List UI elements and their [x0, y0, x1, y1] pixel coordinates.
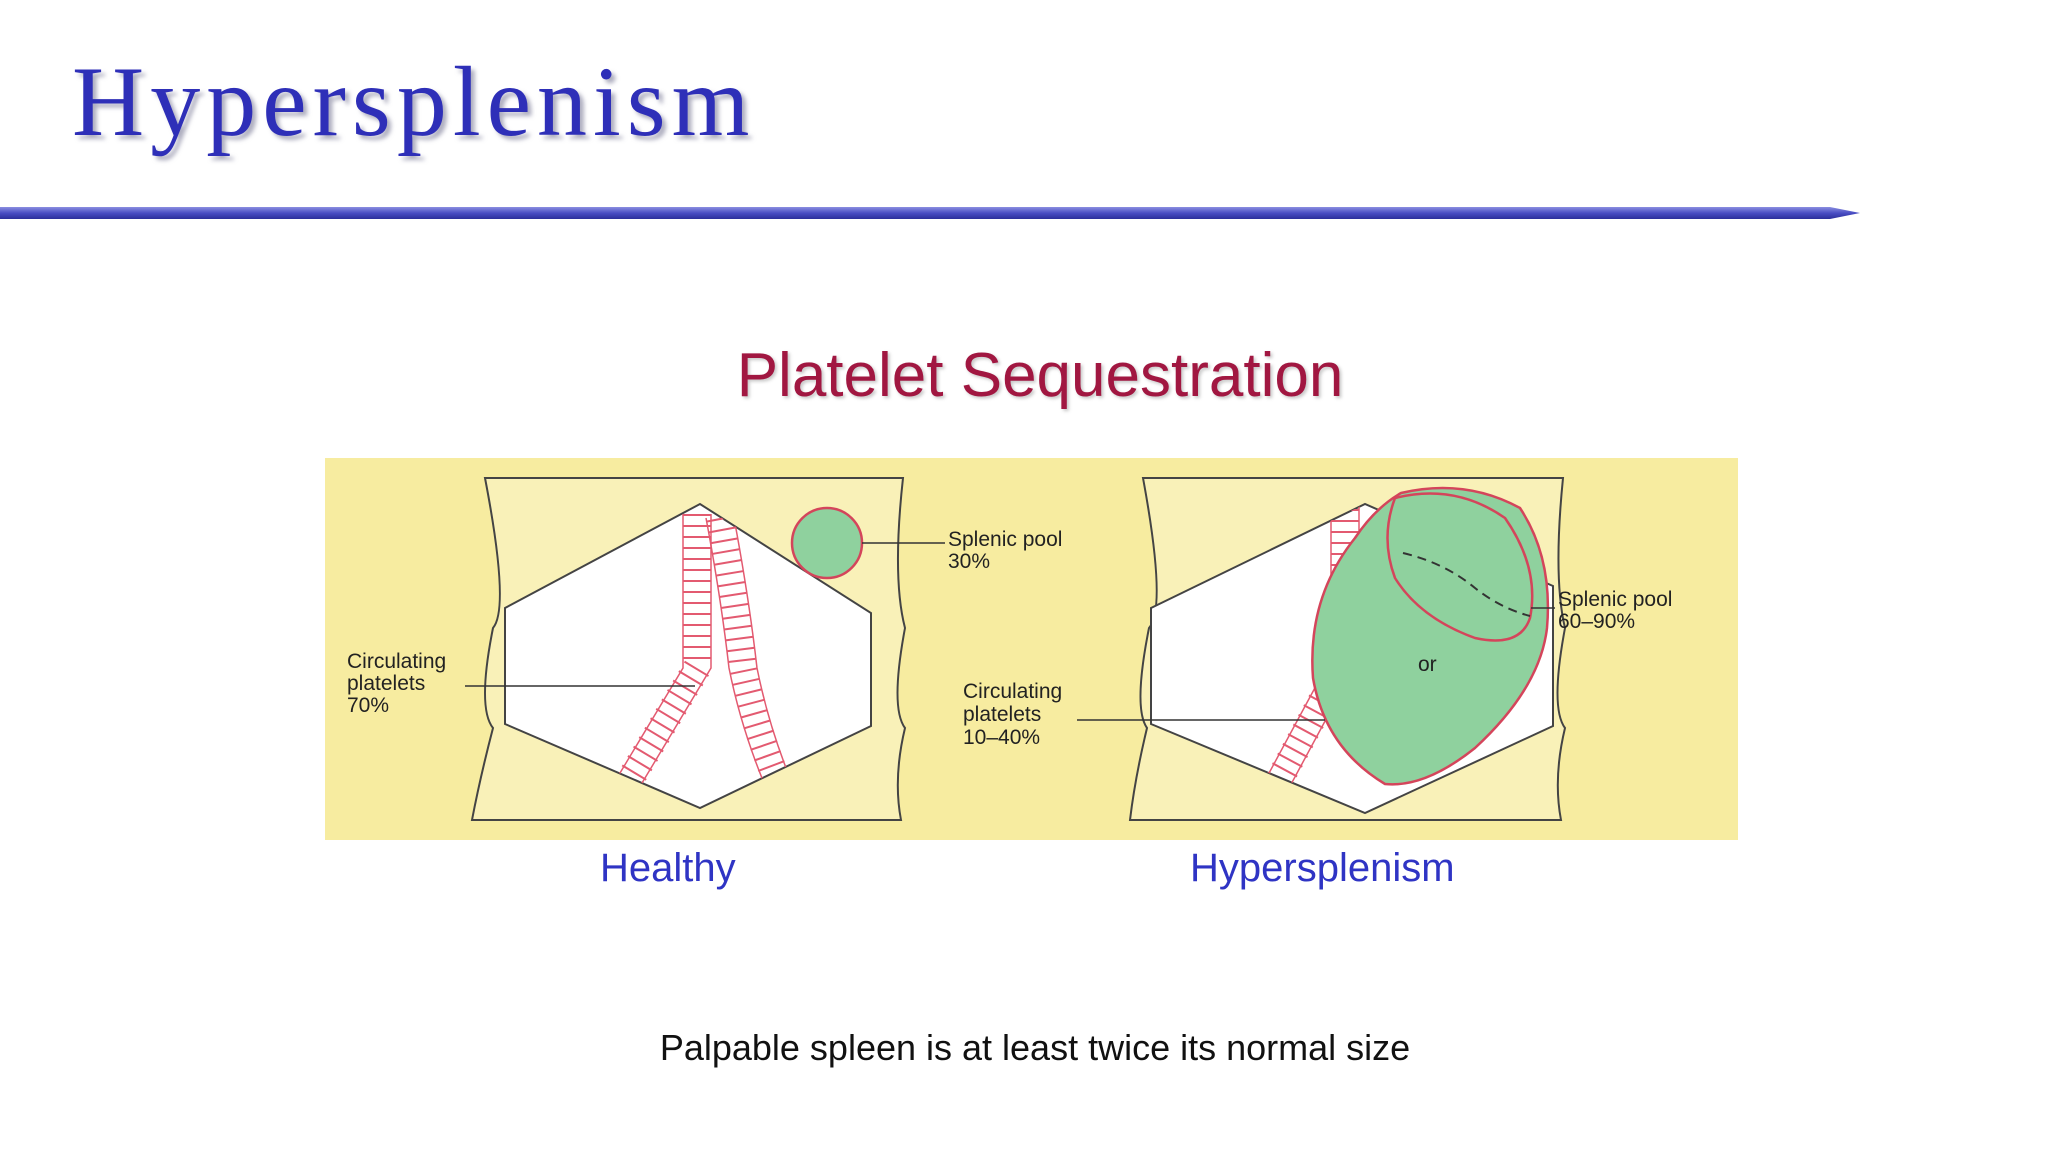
hypersplenism-inner-spleen-outline: [1386, 492, 1534, 642]
healthy-spleen: [790, 506, 864, 580]
title-underline: [0, 207, 1860, 219]
healthy-caption: Healthy: [600, 846, 736, 890]
healthy-splenic-pool-label: Splenic pool 30%: [948, 528, 1068, 573]
footnote: Palpable spleen is at least twice its no…: [659, 1027, 1411, 1068]
slide-title: Hypersplenism: [72, 46, 756, 157]
healthy-circulating-label: Circulating platelets 70%: [347, 650, 452, 717]
healthy-body-region: [504, 502, 872, 810]
hypersplenism-caption: Hypersplenism: [1190, 846, 1455, 890]
platelet-sequestration-diagram: Splenic pool 30% Circulating platelets 7…: [325, 458, 1738, 840]
figure-title: Platelet Sequestration: [736, 341, 1344, 410]
hypersplenism-or-label: or: [1418, 653, 1437, 676]
healthy-vessels: [610, 514, 795, 796]
hypersplenism-splenic-pool-label: Splenic pool 60–90%: [1558, 588, 1678, 633]
hypersplenism-enlarged-spleen: [1311, 486, 1550, 786]
hypersplenism-dashed-boundary: [1402, 552, 1531, 617]
healthy-panel: Splenic pool 30% Circulating platelets 7…: [347, 477, 1068, 821]
hypersplenism-panel: or Splenic pool 60–90% Circulating plate…: [963, 477, 1678, 821]
hypersplenism-circulating-label: Circulating platelets 10–40%: [963, 680, 1068, 749]
